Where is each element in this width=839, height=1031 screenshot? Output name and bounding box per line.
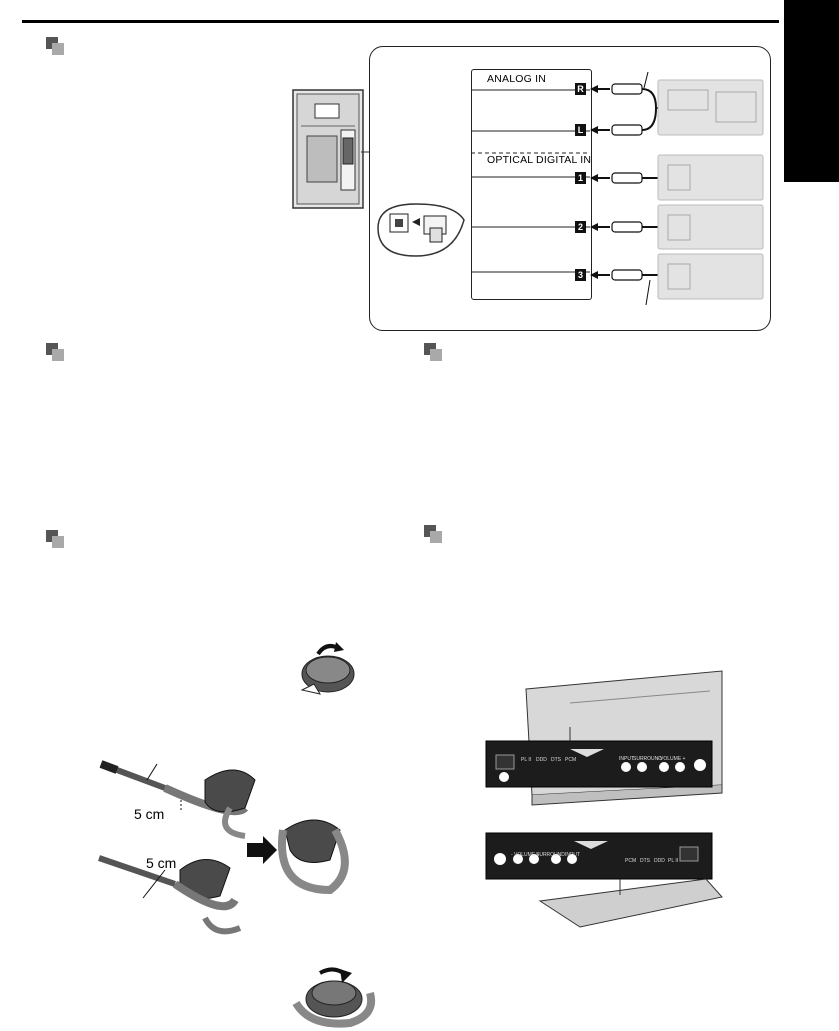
- optical-in-label: OPTICAL DIGITAL IN: [487, 154, 592, 166]
- indicator-label: PCM: [625, 858, 637, 864]
- input-terminal-panel: [471, 69, 592, 300]
- ferrite-core-open-icon: [300, 642, 355, 695]
- unit-rear-illustration: [292, 89, 371, 209]
- button-label: - VOLUME +: [511, 852, 540, 858]
- indicator-label: DTS: [640, 858, 650, 864]
- indicator-label: DDD: [654, 858, 665, 864]
- analog-in-label: ANALOG IN: [487, 73, 546, 85]
- jack-l: L: [575, 124, 586, 136]
- section-bullet-icon: [424, 343, 442, 361]
- indicator-label: DTS: [551, 757, 561, 763]
- indicator-label: DDD: [536, 757, 547, 763]
- terminal-dividers: [471, 89, 590, 273]
- indicator-label: PCM: [565, 757, 577, 763]
- button-label: INPUT: [565, 852, 580, 858]
- header-rule: [22, 20, 779, 23]
- button-label: SURROUND: [633, 756, 662, 762]
- button-label: - VOLUME +: [657, 756, 686, 762]
- front-panel-illustration: [485, 670, 723, 928]
- jack-optical-2: 2: [575, 221, 586, 233]
- cable-connections: [590, 71, 764, 306]
- jack-optical-3: 3: [575, 269, 586, 281]
- section-bullet-icon: [46, 530, 64, 548]
- ferrite-distance-1: 5 cm: [134, 806, 165, 822]
- language-side-tab: [784, 0, 839, 182]
- ferrite-distance-2: 5 cm: [146, 855, 177, 871]
- jack-r: R: [575, 83, 586, 95]
- jack-optical-1: 1: [575, 172, 586, 184]
- button-label: SURROUND: [536, 852, 565, 858]
- section-bullet-icon: [424, 525, 442, 543]
- optical-cap-inset: [377, 203, 465, 257]
- indicator-label: PL II: [668, 858, 679, 864]
- ferrite-core-installation: [98, 760, 349, 935]
- section-bullet-icon: [46, 37, 64, 55]
- ferrite-core-closed-icon: [292, 967, 375, 1028]
- section-bullet-icon: [46, 343, 64, 361]
- indicator-label: PL II: [521, 757, 532, 763]
- button-label: INPUT: [619, 756, 634, 762]
